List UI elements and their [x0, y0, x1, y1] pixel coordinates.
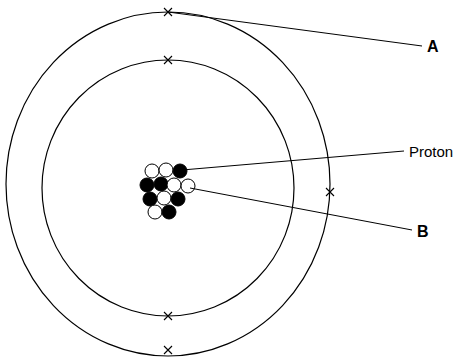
part-label: Proton [409, 144, 453, 159]
electron-crosses [164, 8, 334, 354]
outer-shell [6, 12, 330, 356]
leader-lines [168, 12, 422, 230]
nucleus [140, 163, 195, 219]
part-label: B [417, 224, 429, 240]
inner-shell [42, 60, 294, 316]
part-label: A [427, 39, 439, 55]
